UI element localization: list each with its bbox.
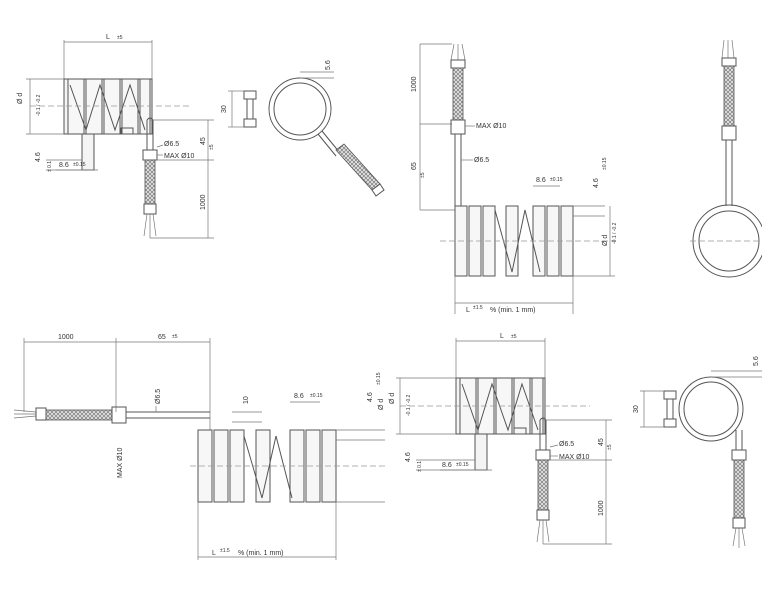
dim-width-label: 8.6 [294, 393, 304, 400]
dim-45-tol: ±5 [209, 144, 215, 150]
max-diameter-label: MAX Ø10 [476, 123, 506, 130]
dim-1000-label: 1000 [598, 500, 605, 516]
braided-sleeve [733, 459, 745, 519]
lead-diameter-label: Ø6.5 [559, 441, 574, 448]
braided-sleeve [144, 159, 156, 205]
dim-30-label: 30 [221, 105, 228, 113]
dim-width-tol: ±0.15 [73, 162, 86, 168]
dim-diameter-label: Ø d [17, 93, 24, 104]
dim-width-tol: ±0.15 [310, 393, 323, 399]
dim-width-label: 8.6 [536, 177, 546, 184]
dim-pitch-note: % (min. 1 mm) [238, 550, 284, 557]
dim-65-label: 65 [411, 162, 418, 170]
max-diameter-label: MAX Ø10 [117, 448, 124, 478]
dim-length-tol: ±5 [511, 334, 517, 340]
dim-45-tol: ±5 [607, 444, 613, 450]
dim-height-tol: ± 0.1 [47, 161, 53, 172]
view-flat-coil-front-2: L ±5 Ø d -0.1 / -0.2 4.6 ± 0.1 8.6 ±0.15… [389, 333, 613, 545]
dim-ten-label: 10 [243, 396, 250, 404]
braided-sleeve [537, 459, 549, 511]
dim-30-label: 30 [633, 405, 640, 413]
dim-1000-label: 1000 [411, 76, 418, 92]
view-flat-coil-top-2: 30 5.6 [633, 356, 762, 548]
dim-length-tol: ±1.5 [220, 548, 230, 554]
dim-length-tol: ±5 [117, 35, 123, 41]
dim-diameter-label: Ø d [378, 399, 385, 410]
dim-width-tol: ±0.15 [550, 177, 563, 183]
dim-diameter-tol: -0.1 / -0.2 [612, 222, 618, 244]
dim-45-label: 45 [200, 137, 207, 145]
dim-length-label: L [500, 333, 504, 340]
braided-sleeve [452, 67, 464, 121]
dim-diameter-label: Ø d [602, 235, 609, 246]
dim-height-tol: ± 0.1 [417, 461, 423, 472]
dim-width-label: 8.6 [59, 162, 69, 169]
dim-65-tol: ±5 [420, 172, 426, 178]
braided-sleeve [723, 65, 735, 127]
dim-length-label: L [106, 34, 110, 41]
dim-height-tol: ±0.15 [376, 372, 382, 385]
dim-height-label: 4.6 [593, 178, 600, 188]
lead-diameter-label: Ø6.5 [164, 141, 179, 148]
dim-length-tol: ±1.5 [473, 305, 483, 311]
dim-thickness-label: 5.6 [753, 356, 760, 366]
dim-65-tol: ±5 [172, 334, 178, 340]
dim-1000-label: 1000 [58, 334, 74, 341]
view-flat-coil-front: L ±5 Ø d -0.1 / -0.2 4.6 ± 0.1 8.6 ±0.15… [17, 34, 215, 239]
dim-width-label: 8.6 [442, 462, 452, 469]
dim-height-label: 4.6 [35, 152, 42, 162]
dim-height-label: 4.6 [367, 392, 374, 402]
dim-1000-label: 1000 [200, 194, 207, 210]
view-spiral-side: 1000 MAX Ø10 Ø6.5 65 ±5 8.6 ±0.15 4.6 ±0… [411, 43, 618, 314]
dim-height-label: 4.6 [405, 452, 412, 462]
dim-length-label: L [212, 550, 216, 557]
dim-diameter-label: Ø d [389, 393, 396, 404]
braided-sleeve [45, 409, 113, 421]
view-flat-coil-top: 30 5.6 [221, 60, 385, 197]
dim-width-tol: ±0.15 [456, 462, 469, 468]
dim-diameter-tol: -0.1 / -0.2 [406, 394, 412, 416]
dim-height-tol: ±0.15 [602, 157, 608, 170]
dim-length-label: L [466, 307, 470, 314]
dim-65-label: 65 [158, 334, 166, 341]
lead-diameter-label: Ø6.5 [155, 389, 162, 404]
view-spiral-horizontal: 1000 65 ±5 MAX Ø10 Ø6.5 10 8.6 ±0.15 4.6… [13, 334, 385, 560]
dim-pitch-note: % (min. 1 mm) [490, 307, 536, 314]
dim-thickness-label: 5.6 [325, 60, 332, 70]
dim-diameter-tol: -0.1 / -0.2 [36, 94, 42, 116]
max-diameter-label: MAX Ø10 [164, 153, 194, 160]
view-spiral-end [690, 39, 762, 278]
dim-45-label: 45 [598, 438, 605, 446]
max-diameter-label: MAX Ø10 [559, 454, 589, 461]
lead-diameter-label: Ø6.5 [474, 157, 489, 164]
